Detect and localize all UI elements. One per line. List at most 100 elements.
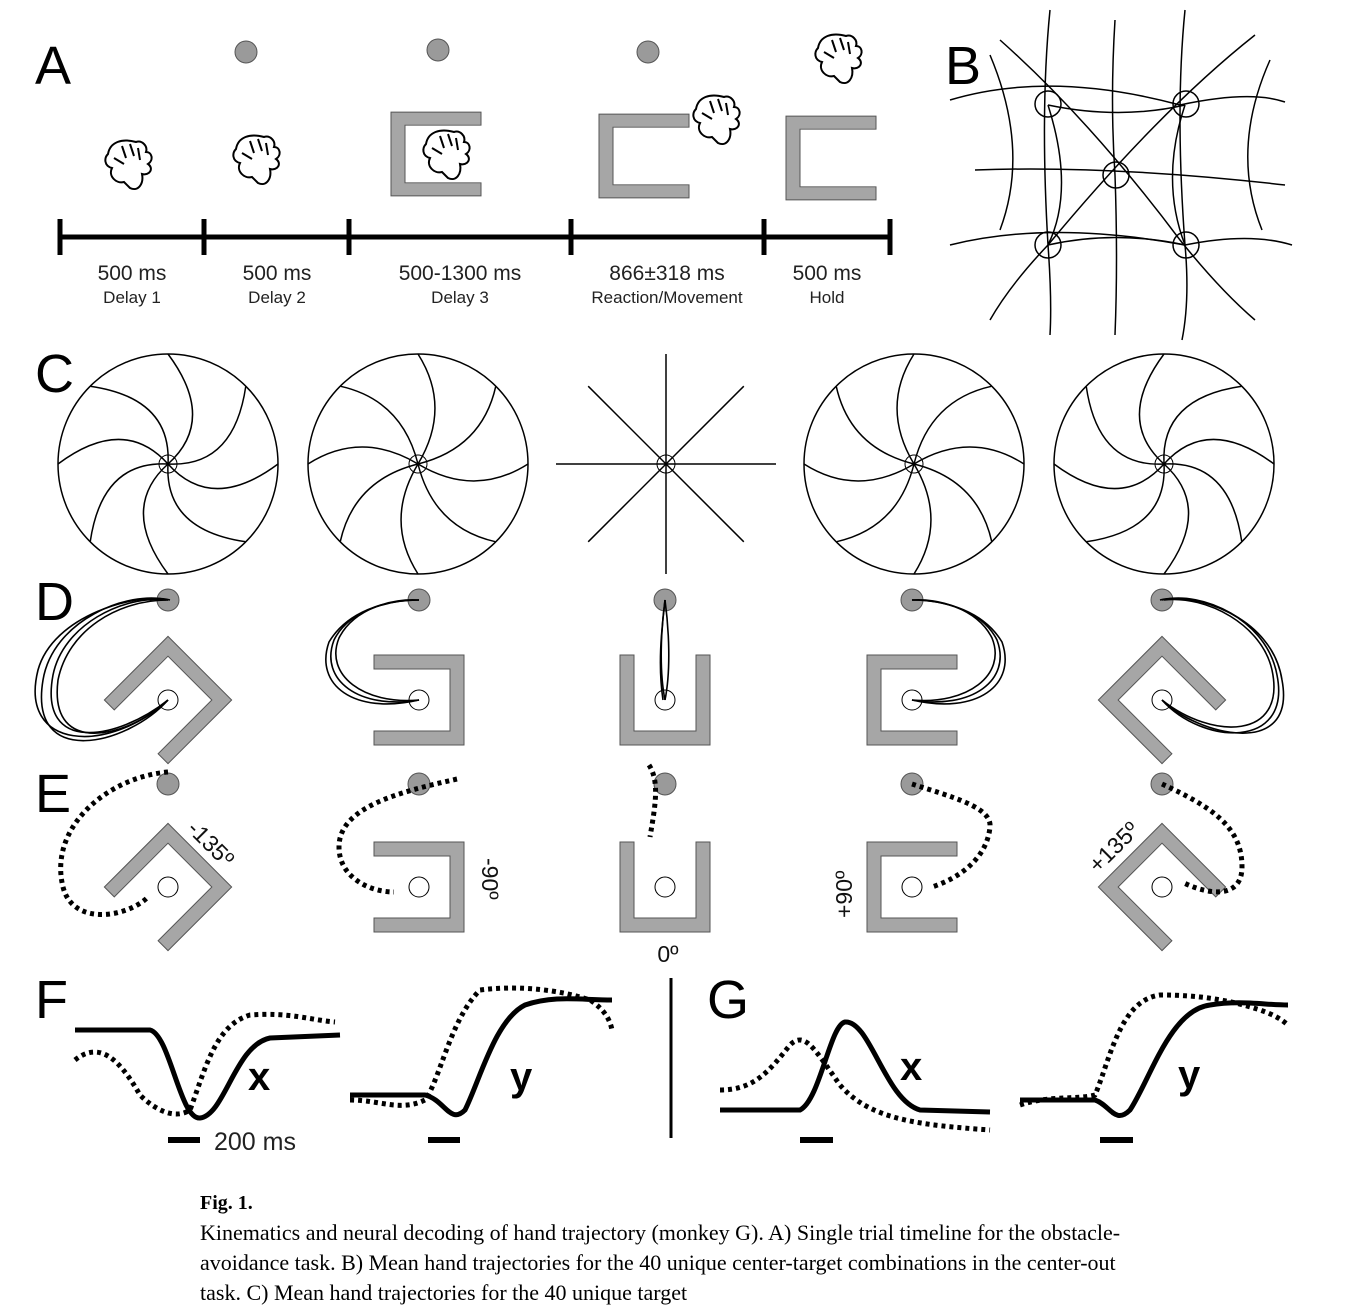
return-trajectory (307, 385, 341, 465)
mean-trajectory (665, 463, 745, 543)
panel-e-decoded: -135º -90º 0º +90º +135º (58, 763, 1245, 967)
mean-trajectory (803, 463, 915, 482)
target-dot (636, 40, 660, 64)
target-dot (426, 38, 450, 62)
center-target (1172, 90, 1200, 118)
mean-trajectory (417, 463, 529, 482)
caption-title: Fig. 1. (200, 1192, 253, 1214)
timeline-duration: 500 ms (243, 262, 312, 285)
center-out-wheel (556, 354, 776, 574)
center-target (1154, 454, 1174, 474)
mean-trajectory (340, 385, 419, 465)
start-circle (901, 876, 923, 898)
mean-trajectory (913, 463, 993, 542)
actual-y-trace (1020, 1000, 1289, 1118)
mean-trajectory (400, 463, 419, 575)
trace-label-x: x (248, 1055, 270, 1099)
return-trajectory (803, 463, 837, 543)
return-trajectory (1163, 353, 1243, 387)
center-target (158, 454, 178, 474)
return-trajectory (307, 463, 341, 543)
return-trajectory (245, 463, 279, 543)
mean-trajectory (90, 385, 169, 465)
decoded-condition-p90 (866, 772, 993, 933)
mean-trajectory (587, 463, 667, 543)
panel-label-d: D (35, 572, 74, 632)
mean-trajectory (835, 386, 915, 465)
hand-icon (692, 94, 741, 146)
mean-trajectory (417, 386, 497, 465)
center-out-wheel (1053, 353, 1275, 575)
mean-trajectory (142, 463, 169, 575)
u-obstacle-icon (785, 115, 877, 201)
mean-trajectory (57, 438, 169, 465)
center-out-wheel (307, 353, 529, 575)
mean-trajectory (1086, 463, 1165, 543)
panel-d-trajectories (34, 588, 1285, 765)
decoded-condition-p135 (1097, 772, 1245, 952)
return-trajectory (1085, 353, 1165, 387)
timeline-epoch: Delay 2 (248, 288, 306, 307)
obstacle-condition-m90 (325, 588, 465, 746)
timeline-epoch: Reaction/Movement (591, 288, 742, 307)
mean-trajectory (89, 463, 169, 542)
caption-text: Kinematics and neural decoding of hand t… (200, 1220, 1121, 1305)
center-target (1034, 231, 1062, 259)
return-trajectory (1085, 541, 1165, 575)
mean-trajectory (836, 463, 915, 543)
return-trajectory (1163, 541, 1243, 575)
obstacle-condition-zero (619, 588, 711, 746)
mean-trajectory (167, 386, 247, 465)
return-trajectory (495, 463, 529, 543)
panel-label-b: B (945, 36, 981, 96)
return-trajectory (495, 385, 529, 465)
mean-trajectory (913, 446, 1025, 465)
actual-y-trace (350, 996, 613, 1118)
target-dot (156, 772, 180, 796)
return-trajectory (913, 541, 993, 575)
obstacle-condition-m135 (34, 588, 233, 765)
mean-trajectory (1163, 463, 1190, 575)
start-circle (408, 876, 430, 898)
center-out-wheel (57, 353, 279, 575)
mean-trajectory (913, 385, 992, 465)
mean-trajectory (665, 385, 745, 465)
mean-trajectory (339, 463, 419, 542)
start-circle (157, 876, 179, 898)
start-circle (1151, 876, 1173, 898)
timeline-duration: 500 ms (793, 262, 862, 285)
return-trajectory (1053, 385, 1087, 465)
mean-trajectory (167, 463, 279, 490)
mean-trajectory (913, 463, 932, 575)
mean-trajectory (167, 353, 194, 465)
u-obstacle-icon (598, 113, 690, 199)
return-trajectory (1241, 385, 1275, 465)
angle-label-m90: -90º (477, 858, 503, 900)
hand-icon (232, 134, 281, 186)
hand-icon (422, 129, 471, 181)
return-trajectory (1241, 463, 1275, 543)
mean-trajectory (1163, 385, 1242, 465)
actual-x-trace (720, 1019, 991, 1115)
return-trajectory (991, 463, 1025, 543)
return-trajectory (339, 541, 419, 575)
return-trajectory (89, 541, 169, 575)
hand-icon (814, 33, 863, 85)
panel-label-e: E (35, 764, 71, 824)
panel-b-trajectories (949, 9, 1293, 341)
return-trajectory (167, 541, 247, 575)
mean-trajectory (1085, 386, 1165, 465)
timeline-ticks (57, 219, 893, 255)
panel-label-g: G (707, 970, 749, 1030)
return-trajectory (57, 385, 91, 465)
timeline-duration: 500-1300 ms (399, 262, 522, 285)
panel-g-traces: x y (719, 992, 1290, 1143)
decoded-condition-m135 (58, 769, 233, 952)
target-dot (407, 772, 431, 796)
center-target (1172, 231, 1200, 259)
decoded-x-trace (719, 1037, 991, 1133)
return-trajectory (835, 353, 915, 387)
timeline-epoch: Hold (810, 288, 845, 307)
figure-1: A B C D E F G 500 ms Delay 1 (34, 9, 1293, 1156)
target-dot (234, 40, 258, 64)
